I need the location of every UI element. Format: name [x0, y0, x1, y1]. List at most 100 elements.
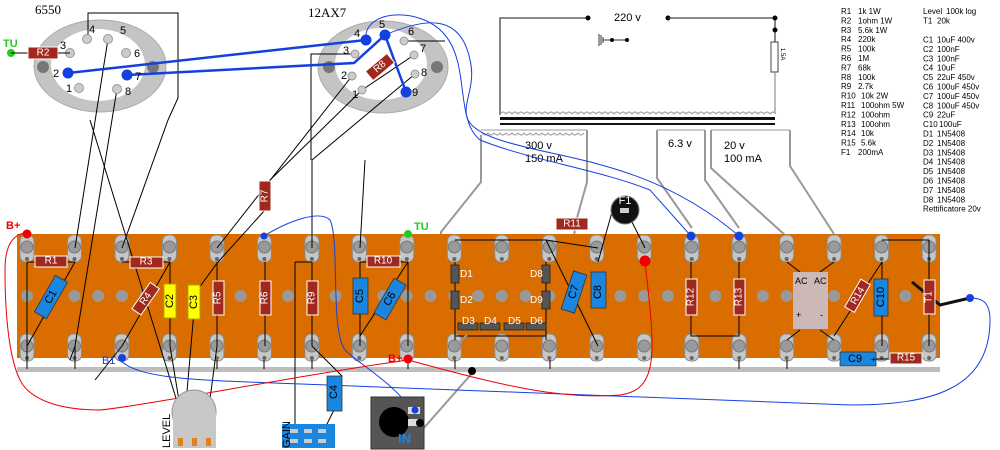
minus-label: -	[820, 310, 823, 320]
level-label: LEVEL	[161, 414, 173, 448]
parts-list-value: 100uF 450v	[937, 83, 979, 92]
parts-list-ref: R14	[841, 129, 856, 138]
board-eyelet	[161, 333, 177, 362]
d3-label: D3	[462, 316, 475, 327]
f1-label: F1	[619, 195, 632, 207]
resistor-r15: R15	[889, 352, 923, 365]
tube-label-12ax7: 12AX7	[308, 5, 347, 20]
resistor-r10: R10	[366, 255, 401, 268]
r10-label: R10	[374, 256, 393, 267]
board-hole	[424, 290, 437, 302]
board-hole	[472, 290, 485, 302]
bplus-terminal-dot	[22, 229, 32, 239]
parts-list-value: 1N5408	[937, 148, 966, 157]
capacitor-c4: C4	[326, 375, 343, 412]
parts-list-value: 100uF 450v	[937, 101, 979, 110]
board-hole	[115, 290, 128, 302]
parts-list-value: 1N5408	[937, 139, 966, 148]
c10-label: C10	[875, 287, 887, 307]
resistor-r9: R9	[306, 280, 319, 316]
parts-list-value: 22uF	[937, 111, 955, 120]
parts-list-value: 1N5408	[937, 130, 966, 139]
pin-number: 5	[379, 19, 385, 31]
tube-socket-6550: 6550	[33, 2, 167, 113]
parts-list-value: 200mA	[858, 148, 884, 157]
b1-terminal-label: B1	[102, 355, 115, 367]
bplus-terminal-label: B+	[6, 220, 20, 232]
output-transformer-leads	[911, 280, 971, 307]
input-jack[interactable]: IN	[370, 396, 425, 450]
diode-d8: D8	[530, 264, 551, 284]
ac2-label: AC	[814, 276, 827, 286]
board-eyelet	[636, 333, 652, 362]
board-hole	[614, 290, 627, 302]
resistor-r5: R5	[212, 280, 225, 316]
resistor-r12: R12	[685, 278, 698, 316]
pin-number: 4	[354, 28, 360, 40]
mains-fuse-label: 1.5A	[779, 48, 785, 60]
blue-wires	[67, 14, 991, 411]
pin-number: 6	[408, 26, 414, 38]
parts-list-value: 10k 2W	[861, 92, 889, 101]
d5-label: D5	[508, 316, 521, 327]
parts-list-ref: C3	[923, 54, 934, 63]
board-hole	[234, 290, 247, 302]
board-eyelet	[826, 333, 842, 362]
parts-list-ref: D4	[923, 158, 934, 167]
diode-d9: D9	[530, 290, 551, 310]
board-hole	[661, 290, 674, 302]
resistor-r7: R7	[258, 180, 272, 212]
parts-list-ref: R10	[841, 92, 856, 101]
c5-label: C5	[354, 289, 366, 303]
resistor-r8: R8	[364, 52, 396, 82]
parts-list-value: 100uF 450v	[937, 92, 979, 101]
capacitor-c5: C5	[352, 277, 369, 315]
board-eyelet	[494, 234, 510, 263]
board-eyelet	[161, 234, 177, 263]
pin-number: 7	[420, 43, 426, 55]
parts-list-ref: R11	[841, 101, 856, 110]
parts-list-ref: D5	[923, 167, 934, 176]
resistor-r13: R13	[733, 278, 746, 316]
board-hole	[519, 290, 532, 302]
board-hole	[68, 290, 81, 302]
gain-switch[interactable]: GAIN	[281, 421, 335, 448]
board-eyelet	[256, 234, 272, 263]
parts-list-value: 100k	[858, 45, 876, 54]
c9-plus: +	[871, 355, 876, 364]
d2-label: D2	[460, 295, 473, 306]
board-eyelet	[779, 234, 795, 263]
parts-list-ref: R4	[841, 35, 852, 44]
parts-list-value: 1N5408	[937, 167, 966, 176]
bridge-rectifier: AC AC + -	[793, 272, 828, 329]
bplus-bottom-dot	[403, 354, 413, 364]
tube-pin-6550	[121, 69, 133, 81]
r1-label: R1	[45, 256, 58, 267]
tube-pin-6550	[82, 34, 92, 44]
resistor-r2: R2	[27, 46, 59, 60]
pin-number: 3	[343, 45, 349, 57]
aux-current-label: 100 mA	[724, 153, 763, 165]
parts-list-ref: R2	[841, 16, 852, 25]
parts-list-value: 1N5408	[937, 177, 966, 186]
parts-list-value: 68k	[858, 63, 872, 72]
parts-list-value: 2.7k	[858, 82, 874, 91]
d4-label: D4	[484, 316, 497, 327]
level-potentiometer[interactable]: LEVEL	[161, 389, 217, 448]
diode-d5: D5	[503, 316, 525, 331]
tube-pin-12ax7	[400, 86, 412, 98]
board-hole	[92, 290, 105, 302]
tube-pin-12ax7	[409, 50, 419, 60]
resistor-r11: R11	[555, 217, 589, 231]
parts-list-ref: R6	[841, 54, 852, 63]
parts-list-value: 20k	[937, 16, 951, 25]
tu-terminal-label: TU	[3, 38, 18, 50]
parts-list-ref: D3	[923, 148, 934, 157]
parts-list-value: 100k	[858, 73, 876, 82]
board-eyelet	[589, 333, 605, 362]
c3-label: C3	[188, 295, 200, 309]
parts-list-ref: D7	[923, 186, 934, 195]
parts-list-value: 100ohm 5W	[861, 101, 905, 110]
capacitor-c1: C1	[33, 274, 69, 320]
